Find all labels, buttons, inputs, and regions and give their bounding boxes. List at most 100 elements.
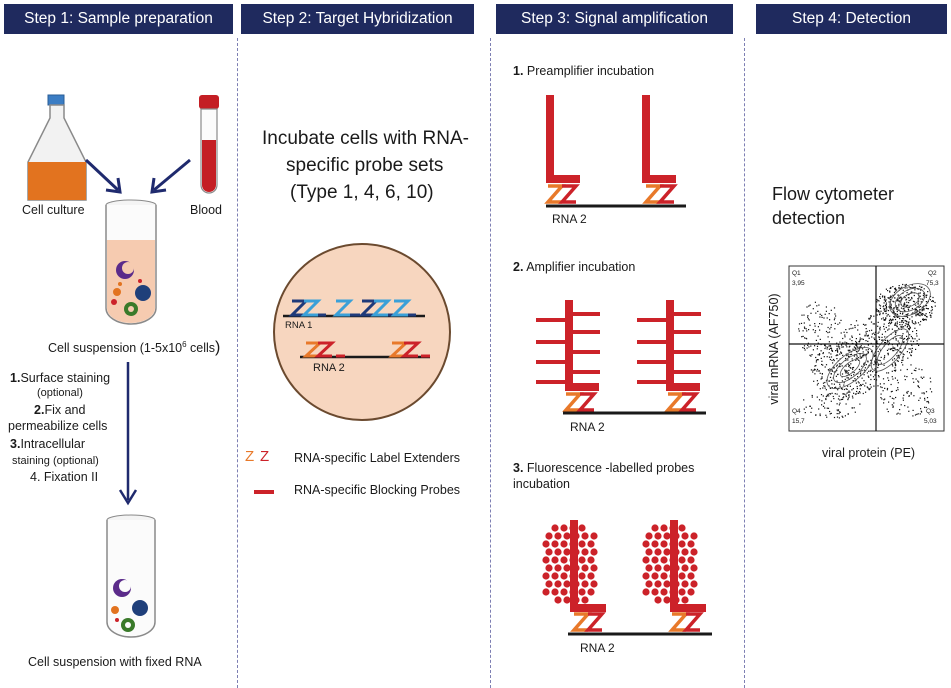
scatter-event — [886, 372, 888, 374]
scatter-event — [839, 353, 841, 355]
scatter-event — [848, 396, 850, 398]
scatter-event — [876, 345, 878, 348]
scatter-event — [841, 344, 843, 346]
scatter-event — [846, 392, 848, 394]
scatter-event — [902, 399, 904, 401]
scatter-event — [889, 296, 891, 299]
fluorescent-dot — [645, 532, 653, 540]
legend-label-extenders: RNA-specific Label Extenders — [294, 451, 461, 465]
scatter-event — [817, 335, 819, 337]
scatter-event — [911, 321, 913, 323]
scatter-event — [890, 286, 892, 289]
scatter-event — [807, 342, 809, 344]
scatter-event — [881, 398, 883, 400]
scatter-event — [905, 283, 907, 286]
scatter-event — [835, 355, 837, 357]
scatter-event — [901, 320, 903, 322]
amplifier-label: 2. Amplifier incubation — [513, 260, 636, 274]
fluorescent-dot — [581, 548, 589, 556]
scatter-event — [860, 357, 862, 359]
scatter-event — [844, 371, 846, 373]
scatter-event — [930, 310, 932, 312]
scatter-event — [869, 317, 872, 319]
scatter-event — [808, 346, 810, 348]
scatter-event — [879, 329, 881, 331]
scatter-event — [862, 356, 864, 358]
y-axis-label: viral mRNA (AF750) — [767, 293, 781, 405]
scatter-event — [821, 360, 823, 362]
scatter-event — [881, 386, 883, 389]
scatter-event — [894, 370, 896, 372]
scatter-event — [830, 412, 832, 414]
scatter-event — [842, 397, 844, 399]
scatter-event — [885, 306, 887, 308]
scatter-event — [831, 349, 833, 352]
scatter-event — [893, 291, 896, 293]
scatter-event — [831, 369, 833, 371]
scatter-event — [874, 338, 876, 341]
scatter-event — [911, 316, 913, 318]
scatter-event — [818, 304, 820, 306]
scatter-event — [829, 358, 831, 361]
scatter-event — [840, 388, 843, 390]
scatter-event — [877, 321, 879, 323]
scatter-event — [900, 404, 902, 406]
scatter-event — [907, 390, 909, 393]
scatter-event — [824, 344, 826, 346]
scatter-event — [904, 375, 906, 377]
scatter-event — [920, 312, 922, 314]
scatter-event — [859, 385, 861, 387]
scatter-event — [927, 308, 929, 310]
fluorescent-dot — [687, 572, 695, 580]
scatter-event — [815, 356, 817, 359]
scatter-event — [916, 310, 918, 312]
fluorescent-dot — [563, 548, 571, 556]
scatter-event — [834, 387, 836, 389]
scatter-event — [895, 369, 897, 371]
scatter-event — [892, 347, 894, 349]
scatter-event — [860, 356, 862, 358]
scatter-event — [920, 298, 922, 300]
scatter-event — [822, 364, 824, 366]
scatter-event — [898, 300, 900, 302]
scatter-event — [845, 395, 847, 398]
scatter-event — [899, 312, 901, 315]
scatter-event — [895, 339, 897, 341]
scatter-event — [916, 312, 918, 314]
scatter-event — [831, 359, 833, 361]
scatter-event — [887, 310, 890, 312]
scatter-event — [807, 344, 809, 346]
fluorescent-dot — [545, 532, 553, 540]
scatter-event — [934, 301, 936, 304]
scatter-event — [902, 326, 905, 328]
scatter-event — [913, 301, 916, 303]
scatter-event — [897, 354, 899, 356]
scatter-event — [831, 336, 833, 339]
scatter-event — [802, 330, 804, 332]
scatter-event — [885, 304, 887, 306]
scatter-event — [890, 303, 892, 305]
scatter-event — [898, 309, 900, 311]
fluorescent-dot — [551, 588, 559, 596]
scatter-event — [818, 399, 821, 401]
scatter-event — [867, 375, 869, 377]
scatter-event — [819, 388, 821, 390]
scatter-event — [844, 415, 846, 417]
scatter-event — [917, 302, 919, 304]
scatter-event — [865, 349, 867, 351]
scatter-event — [858, 382, 860, 384]
scatter-event — [908, 410, 910, 412]
scatter-event — [833, 383, 835, 385]
scatter-event — [858, 349, 860, 351]
scatter-event — [931, 306, 933, 308]
scatter-event — [929, 299, 931, 301]
scatter-event — [855, 357, 857, 359]
scatter-event — [914, 414, 917, 416]
scatter-event — [906, 368, 908, 371]
scatter-event — [842, 346, 844, 348]
scatter-event — [831, 350, 834, 352]
scatter-event — [839, 322, 841, 324]
scatter-event — [877, 299, 879, 301]
scatter-event — [926, 294, 928, 296]
